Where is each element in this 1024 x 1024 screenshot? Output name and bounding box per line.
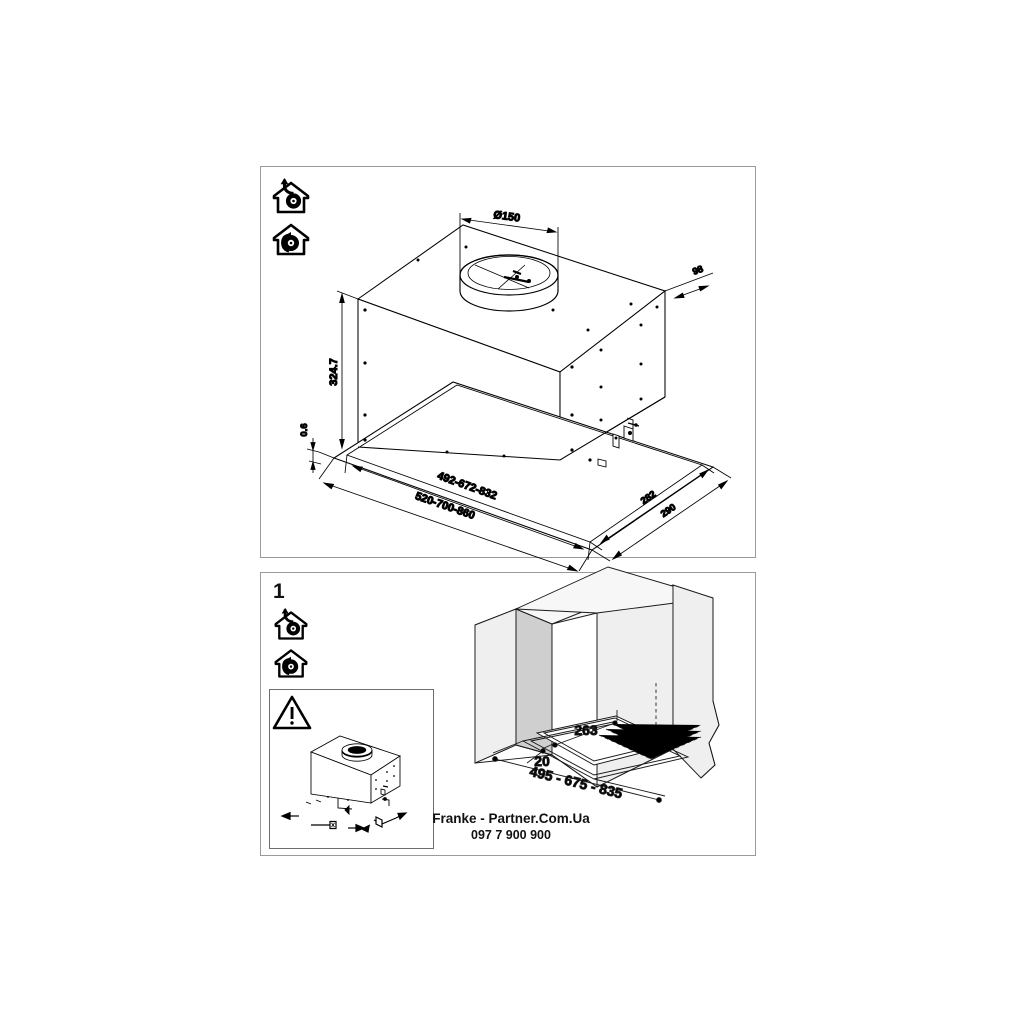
hood-isometric-drawing: Ø150 98 324.7	[298, 209, 732, 572]
watermark: Franke - Partner.Com.Ua 097 7 900 900	[381, 811, 641, 844]
dim-duct-diameter: Ø150	[493, 209, 521, 225]
dim-niche-depth: 263	[574, 722, 598, 738]
recirculation-mode-icon	[272, 223, 310, 256]
warning-inset-box	[269, 689, 434, 849]
warning-triangle-icon	[272, 695, 312, 730]
dim-plate-thickness: 0.6	[299, 423, 310, 436]
watermark-phone: 097 7 900 900	[471, 827, 551, 842]
watermark-site: Franke - Partner.Com.Ua	[432, 811, 590, 826]
ducting-mode-icon	[272, 178, 310, 214]
exploded-hood-drawing	[272, 695, 408, 833]
cabinet-niche-drawing: 263 20 495 - 675 - 835	[474, 566, 720, 803]
dim-rear-offset: 98	[691, 264, 705, 278]
panel-installation-step-1: 1	[260, 566, 756, 856]
recirculation-mode-icon	[274, 649, 308, 678]
mode-icons-group	[271, 177, 311, 259]
mode-icons-group-step1	[273, 607, 309, 681]
panel-product-dimensions: Ø150 98 324.7	[260, 166, 756, 572]
dim-height: 324.7	[328, 358, 340, 386]
ducting-mode-icon	[274, 607, 308, 640]
dim-depth-outer: 290	[659, 502, 678, 520]
dim-lip-offset: 20	[534, 753, 550, 769]
step-number-label: 1	[273, 580, 285, 603]
